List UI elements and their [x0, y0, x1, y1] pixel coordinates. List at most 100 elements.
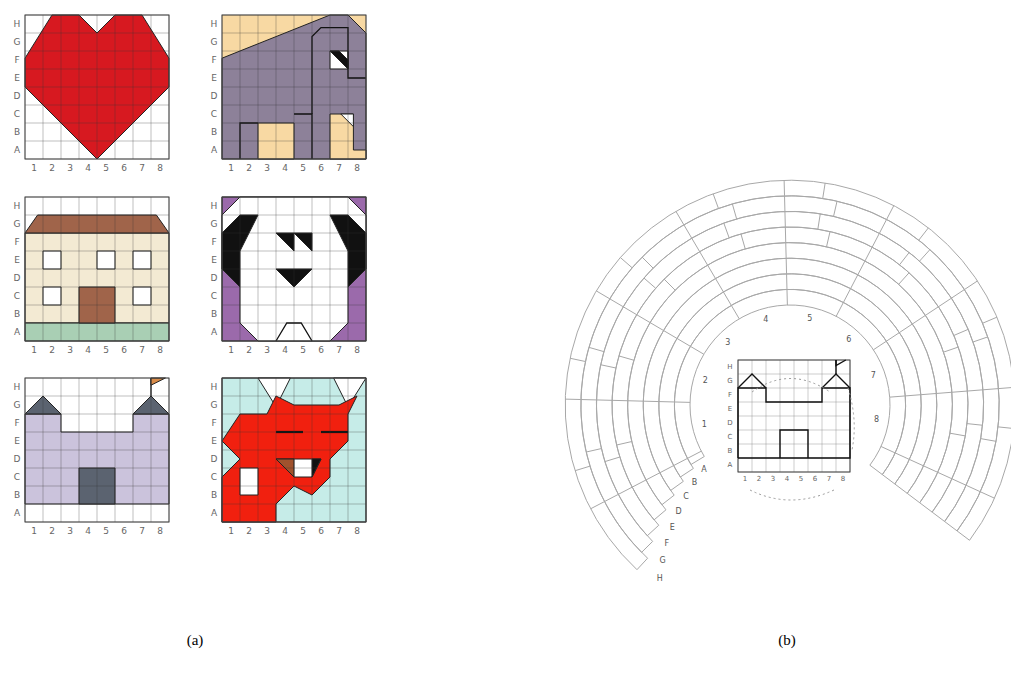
grid-line: [25, 105, 169, 106]
row-letter: B: [211, 491, 217, 500]
sector-line: [823, 183, 825, 198]
sector-line: [650, 323, 663, 331]
row-letter: G: [14, 220, 21, 229]
grid-line: [330, 15, 331, 159]
row-letter: G: [727, 378, 732, 385]
column-number: 4: [85, 346, 91, 355]
row-letter: F: [211, 56, 216, 65]
column-number: 8: [874, 416, 879, 424]
row-letter: D: [211, 92, 218, 101]
grid-line: [151, 197, 152, 341]
ring-band: [628, 243, 953, 505]
grid-line: [115, 197, 116, 341]
column-number: 3: [725, 339, 730, 347]
sector-line: [646, 473, 660, 480]
panel-caption: (b): [778, 633, 796, 648]
dotted-arc: [750, 490, 834, 500]
grid-line: [25, 486, 169, 487]
column-number: 4: [85, 527, 91, 536]
art-shape: [341, 114, 354, 127]
column-number: 7: [139, 527, 145, 536]
column-number: 6: [318, 164, 324, 173]
sector-line: [618, 487, 632, 494]
outline-stroke: [312, 28, 366, 114]
sector-line: [865, 247, 872, 261]
grid-lines: [25, 378, 169, 522]
grid-line: [348, 15, 349, 159]
row-letter: C: [683, 493, 689, 501]
grid-line: [25, 123, 169, 124]
column-number: 3: [67, 346, 73, 355]
castle-outline: [822, 374, 850, 388]
row-letter: E: [14, 437, 20, 446]
grid-line: [836, 360, 837, 472]
sector-line: [601, 365, 616, 368]
row-letter: H: [14, 20, 21, 29]
sector-line: [925, 307, 938, 316]
column-number: 7: [336, 346, 342, 355]
sector-line: [605, 457, 620, 462]
grid-ground: [222, 15, 366, 159]
column-number: 4: [763, 316, 768, 324]
row-letter: H: [211, 20, 218, 29]
ring-band: [596, 211, 983, 535]
sector-line: [674, 458, 688, 465]
sector-line: [909, 459, 923, 465]
panel-caption: (a): [187, 633, 204, 648]
row-letter: H: [211, 202, 218, 211]
grid-line: [115, 15, 116, 159]
row-letter: F: [14, 56, 19, 65]
row-letter: E: [14, 74, 20, 83]
sector-line: [586, 449, 601, 453]
castle-outline: [738, 388, 850, 458]
art-shape: [294, 233, 312, 251]
sector-line: [612, 400, 628, 401]
grid-lines: [222, 378, 366, 522]
column-number: 3: [264, 164, 270, 173]
sector-line: [784, 211, 785, 227]
column-number: 1: [228, 527, 234, 536]
sector-line: [879, 219, 886, 233]
grid-ground: [222, 378, 366, 522]
ring-band: [581, 196, 999, 553]
column-number: 1: [31, 527, 37, 536]
sector-line: [919, 228, 929, 240]
column-number: 8: [354, 164, 360, 173]
sector-line: [998, 427, 1011, 429]
art-shape: [43, 251, 61, 269]
column-number: 7: [139, 164, 145, 173]
sector-line: [952, 391, 968, 392]
column-number: 4: [282, 527, 288, 536]
column-number: 7: [336, 164, 342, 173]
sector-line: [983, 389, 999, 390]
row-letter: F: [728, 392, 732, 399]
row-letter: A: [701, 466, 706, 474]
column-number: 2: [703, 377, 708, 385]
sector-line: [964, 281, 977, 290]
grid-lines: [25, 197, 169, 341]
grid-line: [133, 15, 134, 159]
row-letter: B: [14, 128, 20, 137]
outline-stroke: [294, 114, 312, 159]
sector-line: [677, 338, 690, 346]
sector-line: [887, 206, 894, 220]
grid-line: [25, 287, 169, 288]
row-letter: B: [14, 491, 20, 500]
column-number: 5: [300, 346, 306, 355]
ring-band: [659, 274, 921, 484]
sector-line: [708, 265, 716, 278]
row-letter: H: [14, 202, 21, 211]
column-number: 2: [49, 346, 55, 355]
sector-line: [873, 341, 886, 350]
sector-line: [858, 261, 865, 275]
column-number: 6: [318, 346, 324, 355]
sector-line: [644, 278, 656, 288]
sector-line: [660, 466, 674, 473]
column-number: 3: [771, 476, 775, 483]
row-letter: C: [211, 292, 217, 301]
row-letter: B: [211, 128, 217, 137]
grid-line: [222, 305, 366, 306]
castle-outline: [836, 360, 846, 366]
row-letter: B: [728, 448, 733, 455]
column-number: 7: [871, 372, 876, 380]
